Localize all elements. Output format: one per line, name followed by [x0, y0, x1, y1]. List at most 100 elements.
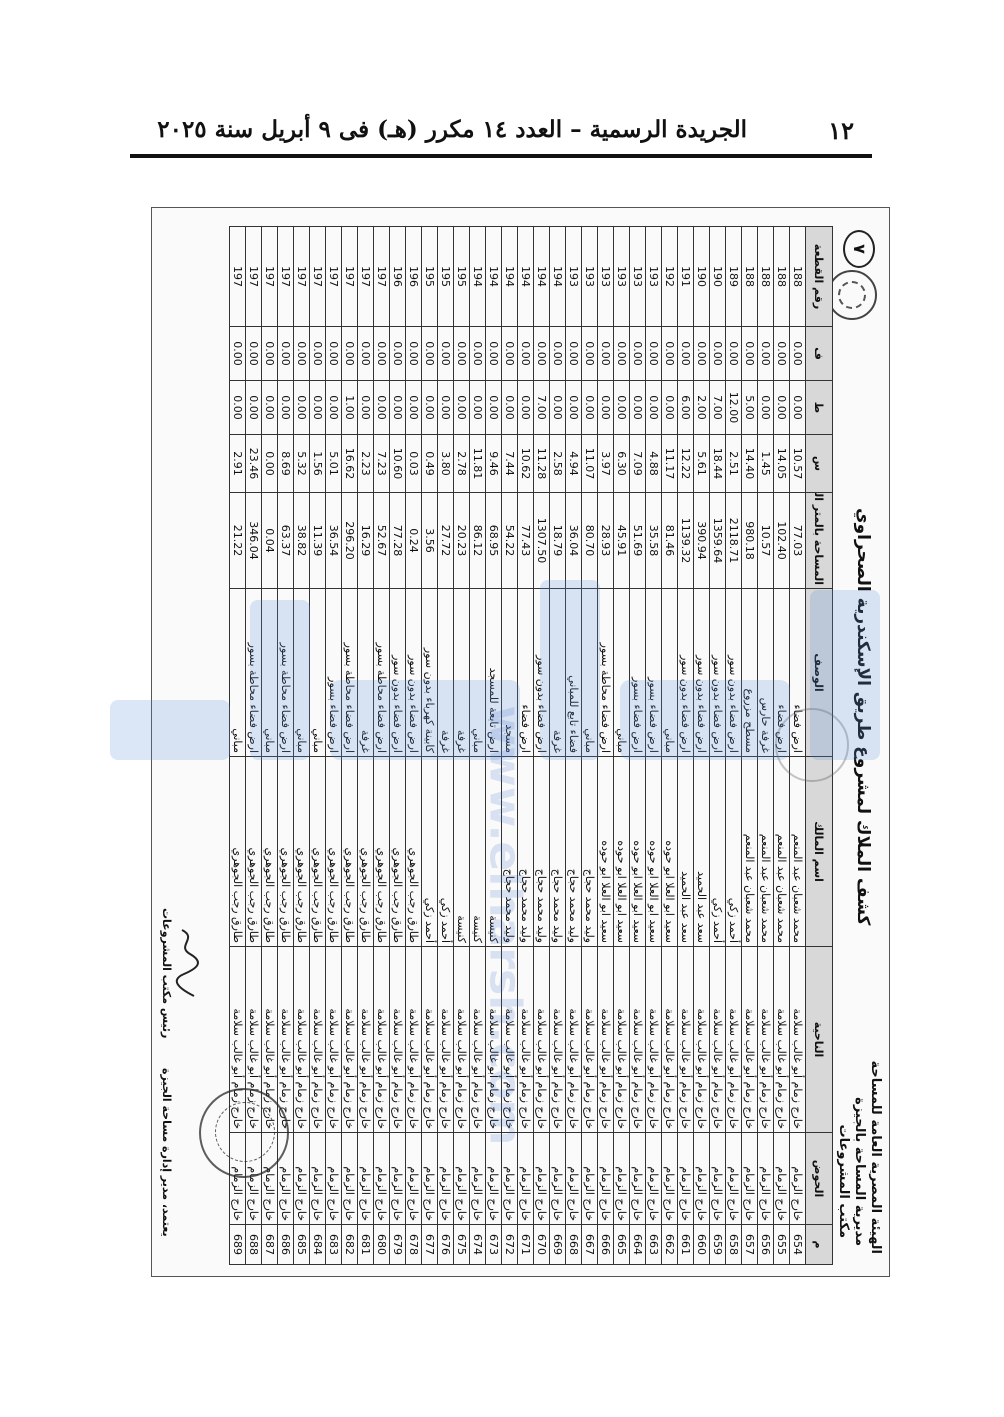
table-cell: خارج زمام أبو غالب سلامة: [341, 946, 358, 1133]
table-cell: كنيسة: [453, 756, 470, 947]
table-cell: مباني: [261, 588, 278, 757]
table-cell: 16.29: [357, 492, 374, 589]
table-cell: 102.40: [773, 492, 790, 589]
table-cell: خارج الزمام: [693, 1132, 710, 1225]
table-cell: طارق رجب الجوهري: [405, 756, 422, 947]
table-cell: خارج زمام أبو غالب سلامة: [549, 946, 566, 1133]
table-cell: 686: [277, 1224, 294, 1265]
table-cell: خارج زمام أبو غالب سلامة: [373, 946, 390, 1133]
col-header: المساحة بالمتر المربع: [805, 492, 833, 589]
table-cell: 189: [725, 226, 742, 327]
table-cell: مسجد: [501, 588, 518, 757]
table-cell: وليد محمد حجاج: [549, 756, 566, 947]
col-header: رقم القطعة: [805, 226, 833, 327]
table-cell: سعيد ابو العلا ابو حوده: [629, 756, 646, 947]
table-cell: خارج زمام أبو غالب سلامة: [741, 946, 758, 1133]
table-cell: خارج الزمام: [501, 1132, 518, 1225]
table-cell: خارج الزمام: [549, 1132, 566, 1225]
table-cell: 193: [565, 226, 582, 327]
org-line-1: الهيئة المصرية العامة للمساحة: [868, 1060, 883, 1254]
scanned-table-page: الهيئة المصرية العامة للمساحة مديرية الم…: [151, 207, 890, 1277]
table-cell: 0.00: [565, 326, 582, 381]
table-cell: 2118.71: [725, 492, 742, 589]
table-cell: 0.00: [261, 380, 278, 435]
table-cell: خارج زمام أبو غالب سلامة: [597, 946, 614, 1133]
table-cell: مباني: [469, 588, 486, 757]
table-cell: 0.24: [405, 492, 422, 589]
table-cell: 11.28: [533, 434, 550, 493]
table-cell: خارج الزمام: [485, 1132, 502, 1225]
table-cell: 27.72: [437, 492, 454, 589]
table-cell: 681: [357, 1224, 374, 1265]
table-cell: 679: [389, 1224, 406, 1265]
table-cell: 0.00: [613, 326, 630, 381]
table-cell: 0.00: [437, 326, 454, 381]
table-cell: 0.00: [709, 326, 726, 381]
table-cell: 0.00: [549, 380, 566, 435]
table-cell: 0.00: [789, 326, 806, 381]
table-cell: 2.91: [229, 434, 246, 493]
gazette-header: ١٢ الجريدة الرسمية – العدد ١٤ مكرر (هـ) …: [130, 110, 872, 150]
table-cell: محمد شعبان عبد المنعم: [789, 756, 806, 947]
table-cell: خارج الزمام: [597, 1132, 614, 1225]
table-cell: 674: [469, 1224, 486, 1265]
table-cell: خارج الزمام: [453, 1132, 470, 1225]
table-cell: خارج زمام أبو غالب سلامة: [693, 946, 710, 1133]
table-cell: 3.97: [597, 434, 614, 493]
table-cell: خارج الزمام: [645, 1132, 662, 1225]
table-cell: 3.80: [437, 434, 454, 493]
table-cell: 10.60: [389, 434, 406, 493]
table-cell: 668: [565, 1224, 582, 1265]
faint-seal-icon: [775, 708, 849, 782]
table-cell: 0.00: [261, 434, 278, 493]
table-cell: خارج الزمام: [421, 1132, 438, 1225]
table-cell: 680: [373, 1224, 390, 1265]
table-cell: ارض فضاء بسور: [325, 588, 342, 757]
page-mark: ٧: [843, 230, 875, 268]
table-cell: 672: [501, 1224, 518, 1265]
table-cell: 194: [501, 226, 518, 327]
table-cell: ارض فضاء محاطة بسور: [245, 588, 262, 757]
table-cell: 0.00: [293, 326, 310, 381]
table-cell: 197: [245, 226, 262, 327]
table-cell: خارج زمام أبو غالب سلامة: [437, 946, 454, 1133]
table-cell: 188: [773, 226, 790, 327]
table-cell: خارج الزمام: [341, 1132, 358, 1225]
table-cell: سعيد ابو العلا ابو حوده: [661, 756, 678, 947]
table-cell: 77.03: [789, 492, 806, 589]
table-cell: 36.54: [325, 492, 342, 589]
table-cell: 0.00: [485, 326, 502, 381]
document-title: كشف الملاك لمشروع طريق الإسكندرية الصحرا…: [853, 508, 873, 926]
table-cell: 1.00: [341, 380, 358, 435]
table-cell: 0.00: [325, 380, 342, 435]
table-cell: 659: [709, 1224, 726, 1265]
table-cell: 45.91: [613, 492, 630, 589]
table-cell: 0.00: [677, 326, 694, 381]
table-cell: خارج الزمام: [581, 1132, 598, 1225]
table-cell: 0.00: [645, 380, 662, 435]
table-cell: 7.44: [501, 434, 518, 493]
table-cell: طارق رجب الجوهري: [357, 756, 374, 947]
table-cell: 5.61: [693, 434, 710, 493]
table-cell: خارج زمام أبو غالب سلامة: [613, 946, 630, 1133]
table-cell: 677: [421, 1224, 438, 1265]
table-cell: 193: [581, 226, 598, 327]
table-cell: فضاء تابع للمباني: [565, 588, 582, 757]
table-cell: 0.00: [693, 326, 710, 381]
table-cell: 0.00: [789, 380, 806, 435]
table-cell: خارج الزمام: [293, 1132, 310, 1225]
table-cell: 3.56: [421, 492, 438, 589]
table-cell: غرفة: [437, 588, 454, 757]
table-cell: 682: [341, 1224, 358, 1265]
table-cell: 194: [533, 226, 550, 327]
table-cell: سعيد ابو العلا ابو حوده: [613, 756, 630, 947]
table-cell: أحمد زكي: [421, 756, 438, 947]
